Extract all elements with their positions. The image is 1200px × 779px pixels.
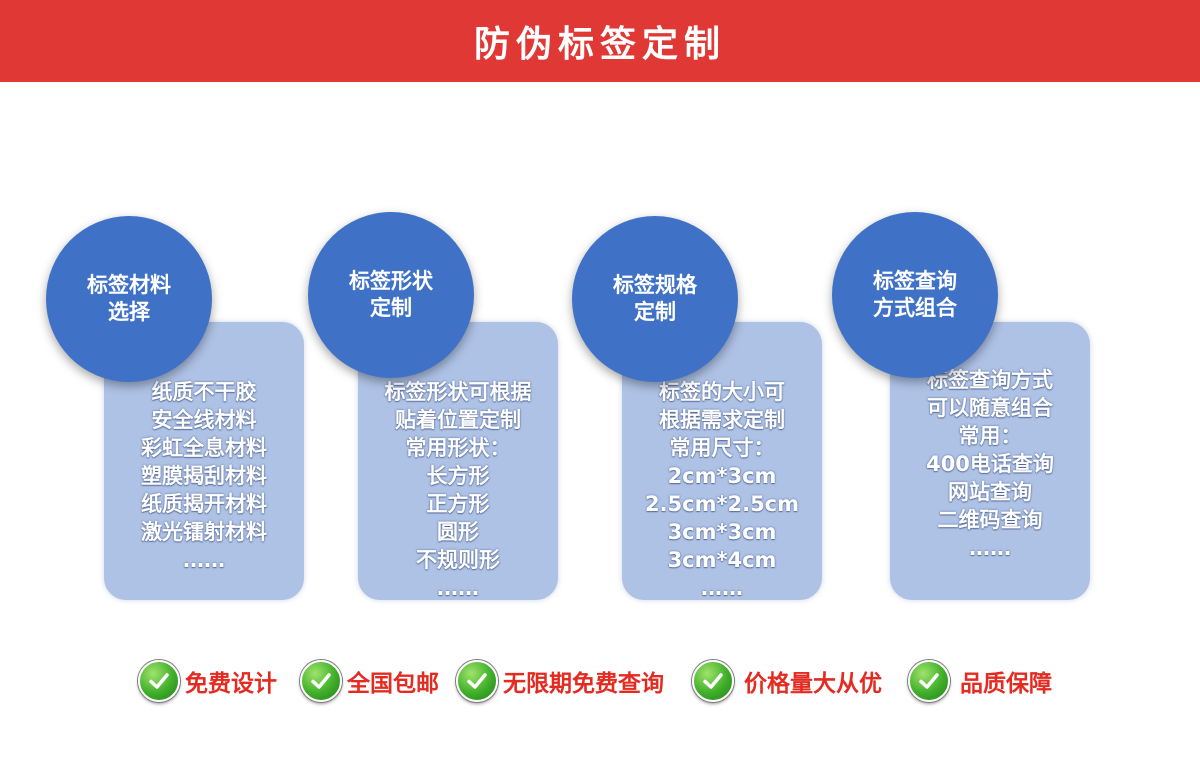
card-line: 激光镭射材料 xyxy=(141,520,267,544)
circle-title-line: 定制 xyxy=(370,296,412,320)
card-line: 2cm*3cm xyxy=(667,464,777,488)
card-line: …… xyxy=(701,576,743,600)
card-line: 彩虹全息材料 xyxy=(141,436,267,460)
banner-title: 防伪标签定制 xyxy=(473,24,726,65)
circle-shape: 标签形状 定制 xyxy=(308,212,474,378)
card-size-text: 标签的大小可 根据需求定制 常用尺寸： 2cm*3cm 2.5cm*2.5cm … xyxy=(622,378,822,602)
features-row: 免费设计 全国包邮 无限期免费查询 价格量大从优 品质保障 xyxy=(0,658,1200,704)
feature-label: 无限期免费查询 xyxy=(503,671,664,697)
card-line: 3cm*3cm xyxy=(667,520,777,544)
header-banner: 防伪标签定制 xyxy=(0,0,1200,82)
circle-query-title: 标签查询 方式组合 xyxy=(873,268,957,322)
card-line: 长方形 xyxy=(426,464,490,488)
circle-title-line: 标签材料 xyxy=(87,273,171,297)
circle-material-title: 标签材料 选择 xyxy=(87,272,171,326)
feature-label: 免费设计 xyxy=(185,671,277,697)
card-line: 常用： xyxy=(958,424,1022,448)
check-circle-icon xyxy=(692,660,734,702)
feature-label: 品质保障 xyxy=(960,671,1052,697)
circle-material: 标签材料 选择 xyxy=(46,216,212,382)
card-line: …… xyxy=(969,536,1011,560)
card-query-text: 标签查询方式 可以随意组合 常用： 400电话查询 网站查询 二维码查询 …… xyxy=(890,366,1090,562)
card-line: 根据需求定制 xyxy=(659,408,785,432)
check-circle-icon xyxy=(300,660,342,702)
card-line: 二维码查询 xyxy=(937,508,1043,532)
card-shape-text: 标签形状可根据 贴着位置定制 常用形状： 长方形 正方形 圆形 不规则形 …… xyxy=(358,378,558,602)
circle-size-title: 标签规格 定制 xyxy=(613,272,697,326)
card-line: 标签查询方式 xyxy=(927,368,1053,392)
card-line: 3cm*4cm xyxy=(667,548,777,572)
check-circle-icon xyxy=(456,660,498,702)
check-circle-icon xyxy=(138,660,180,702)
card-line: 纸质不干胶 xyxy=(151,380,257,404)
feature-label: 全国包邮 xyxy=(347,671,439,697)
check-circle-icon xyxy=(908,660,950,702)
card-line: 2.5cm*2.5cm xyxy=(644,492,800,516)
feature-quality: 品质保障 xyxy=(908,658,1052,704)
circle-query: 标签查询 方式组合 xyxy=(832,212,998,378)
card-line: 安全线材料 xyxy=(151,408,257,432)
card-line: …… xyxy=(437,576,479,600)
circle-title-line: 方式组合 xyxy=(873,296,957,320)
card-line: 常用尺寸： xyxy=(669,436,775,460)
circle-title-line: 选择 xyxy=(108,300,150,324)
card-line: 可以随意组合 xyxy=(927,396,1053,420)
card-line: 贴着位置定制 xyxy=(395,408,521,432)
circle-title-line: 定制 xyxy=(634,300,676,324)
feature-free-design: 免费设计 xyxy=(138,658,277,704)
card-line: 标签的大小可 xyxy=(659,380,785,404)
card-line: 网站查询 xyxy=(948,480,1032,504)
card-line: 塑膜揭刮材料 xyxy=(141,464,267,488)
feature-label: 价格量大从优 xyxy=(744,671,882,697)
feature-free-query: 无限期免费查询 xyxy=(456,658,664,704)
feature-bulk-price: 价格量大从优 xyxy=(692,658,882,704)
circle-size: 标签规格 定制 xyxy=(572,216,738,382)
card-line: 标签形状可根据 xyxy=(384,380,532,404)
card-line: …… xyxy=(183,548,225,572)
card-material: 纸质不干胶 安全线材料 彩虹全息材料 塑膜揭刮材料 纸质揭开材料 激光镭射材料 … xyxy=(104,322,304,600)
card-line: 圆形 xyxy=(437,520,479,544)
card-line: 纸质揭开材料 xyxy=(141,492,267,516)
card-line: 正方形 xyxy=(426,492,490,516)
feature-free-shipping: 全国包邮 xyxy=(300,658,439,704)
card-line: 常用形状： xyxy=(405,436,511,460)
circle-title-line: 标签查询 xyxy=(873,269,957,293)
card-line: 不规则形 xyxy=(416,548,500,572)
card-line: 400电话查询 xyxy=(926,452,1054,476)
circle-shape-title: 标签形状 定制 xyxy=(349,268,433,322)
card-material-text: 纸质不干胶 安全线材料 彩虹全息材料 塑膜揭刮材料 纸质揭开材料 激光镭射材料 … xyxy=(104,378,304,574)
circle-title-line: 标签形状 xyxy=(349,269,433,293)
circle-title-line: 标签规格 xyxy=(613,273,697,297)
